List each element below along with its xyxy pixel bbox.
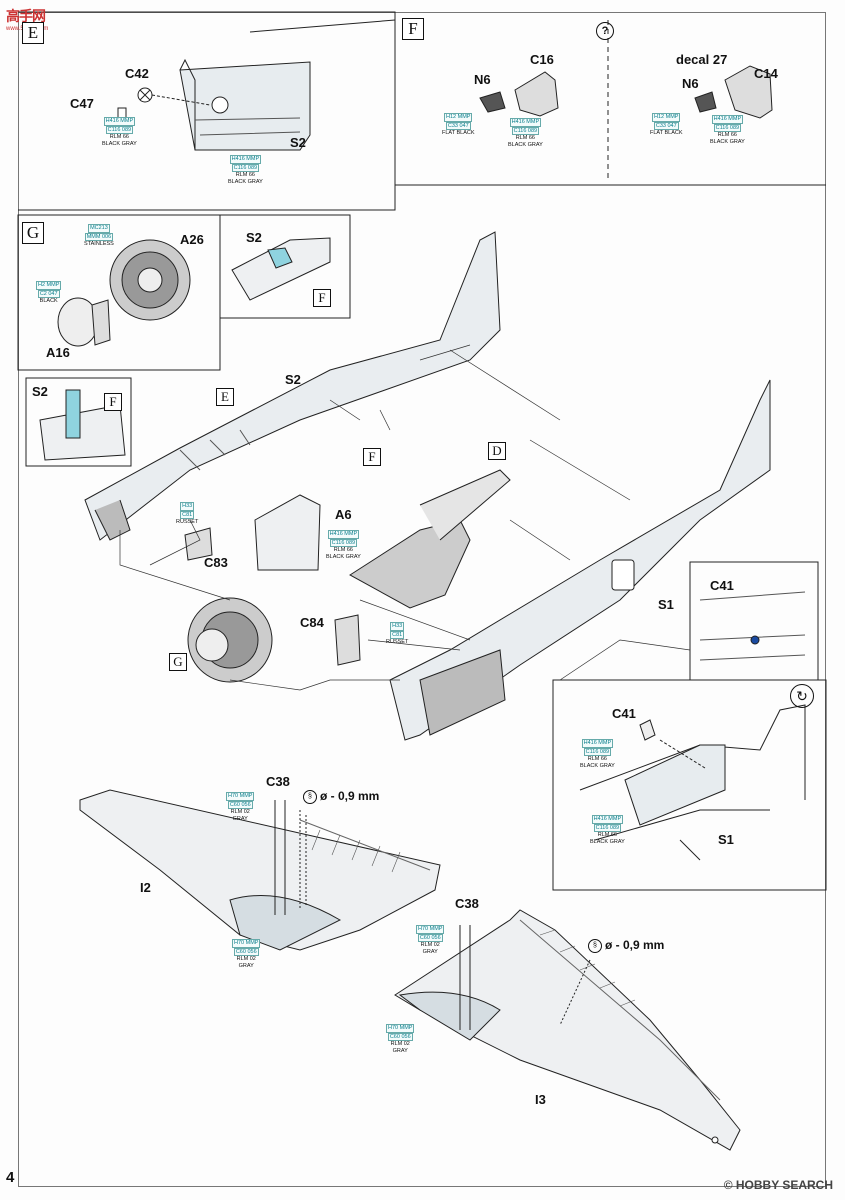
label-c47: C47 <box>70 96 94 111</box>
drill-icon: § <box>588 938 602 953</box>
label-a6: A6 <box>335 507 352 522</box>
page-number: 4 <box>6 1169 15 1186</box>
label-c42: C42 <box>125 66 149 81</box>
s2-detail-box <box>220 214 351 319</box>
question-mark-icon: ? <box>596 22 614 40</box>
label-s2-g: S2 <box>246 230 262 245</box>
label-c38-b: C38 <box>455 896 479 911</box>
label-a26: A26 <box>180 232 204 247</box>
watermark: © HOBBY SEARCH <box>723 1178 833 1192</box>
label-c41-box: C41 <box>710 578 734 593</box>
part-c83 <box>184 527 213 561</box>
drill-icon: § <box>303 789 317 804</box>
label-i3: I3 <box>535 1092 546 1107</box>
part-c84 <box>334 614 361 666</box>
label-n6-a: N6 <box>474 72 491 87</box>
label-i2: I2 <box>140 880 151 895</box>
fuselage-half-s2 <box>84 231 501 541</box>
label-c84: C84 <box>300 615 324 630</box>
e-panel-wall <box>179 61 311 151</box>
f-seat-part-a <box>514 71 559 117</box>
drill-note: §ø - 0,9 mm <box>303 789 379 804</box>
page-frame <box>18 12 826 1187</box>
label-c41: C41 <box>612 706 636 721</box>
label-c14: C14 <box>754 66 778 81</box>
drill-note: §ø - 0,9 mm <box>588 938 664 953</box>
f-seat-part-b <box>724 65 773 119</box>
label-s2-a: S2 <box>290 135 306 150</box>
ref-step-e: E <box>216 388 234 406</box>
c41-large-box <box>552 679 827 891</box>
ref-step-d: D <box>488 442 506 460</box>
label-s2-main: S2 <box>285 372 301 387</box>
step-e-marker: E <box>22 22 44 44</box>
fuselage-half-s1 <box>389 379 771 741</box>
step-f-marker: F <box>402 18 424 40</box>
step-g-box <box>17 214 221 371</box>
label-a16: A16 <box>46 345 70 360</box>
c41-panel <box>624 744 726 826</box>
left-detail-box <box>25 377 132 467</box>
wing-i3 <box>394 909 741 1151</box>
cockpit-assembly-d <box>349 519 471 609</box>
label-s1-b: S1 <box>718 832 734 847</box>
ref-step-g: G <box>169 653 187 671</box>
label-s2-left: S2 <box>32 384 48 399</box>
ref-step-f: F <box>313 289 331 307</box>
label-c38-a: C38 <box>266 774 290 789</box>
label-c16: C16 <box>530 52 554 67</box>
label-s1: S1 <box>658 597 674 612</box>
ref-step-f: F <box>104 393 122 411</box>
label-n6-b: N6 <box>682 76 699 91</box>
step-f-panel-border <box>394 12 826 186</box>
panel-a6 <box>254 494 321 571</box>
step-g-marker: G <box>22 222 44 244</box>
label-c83: C83 <box>204 555 228 570</box>
label-decal-27: decal 27 <box>676 52 728 67</box>
rotate-view-icon: ↻ <box>790 684 814 708</box>
ref-step-f: F <box>363 448 381 466</box>
